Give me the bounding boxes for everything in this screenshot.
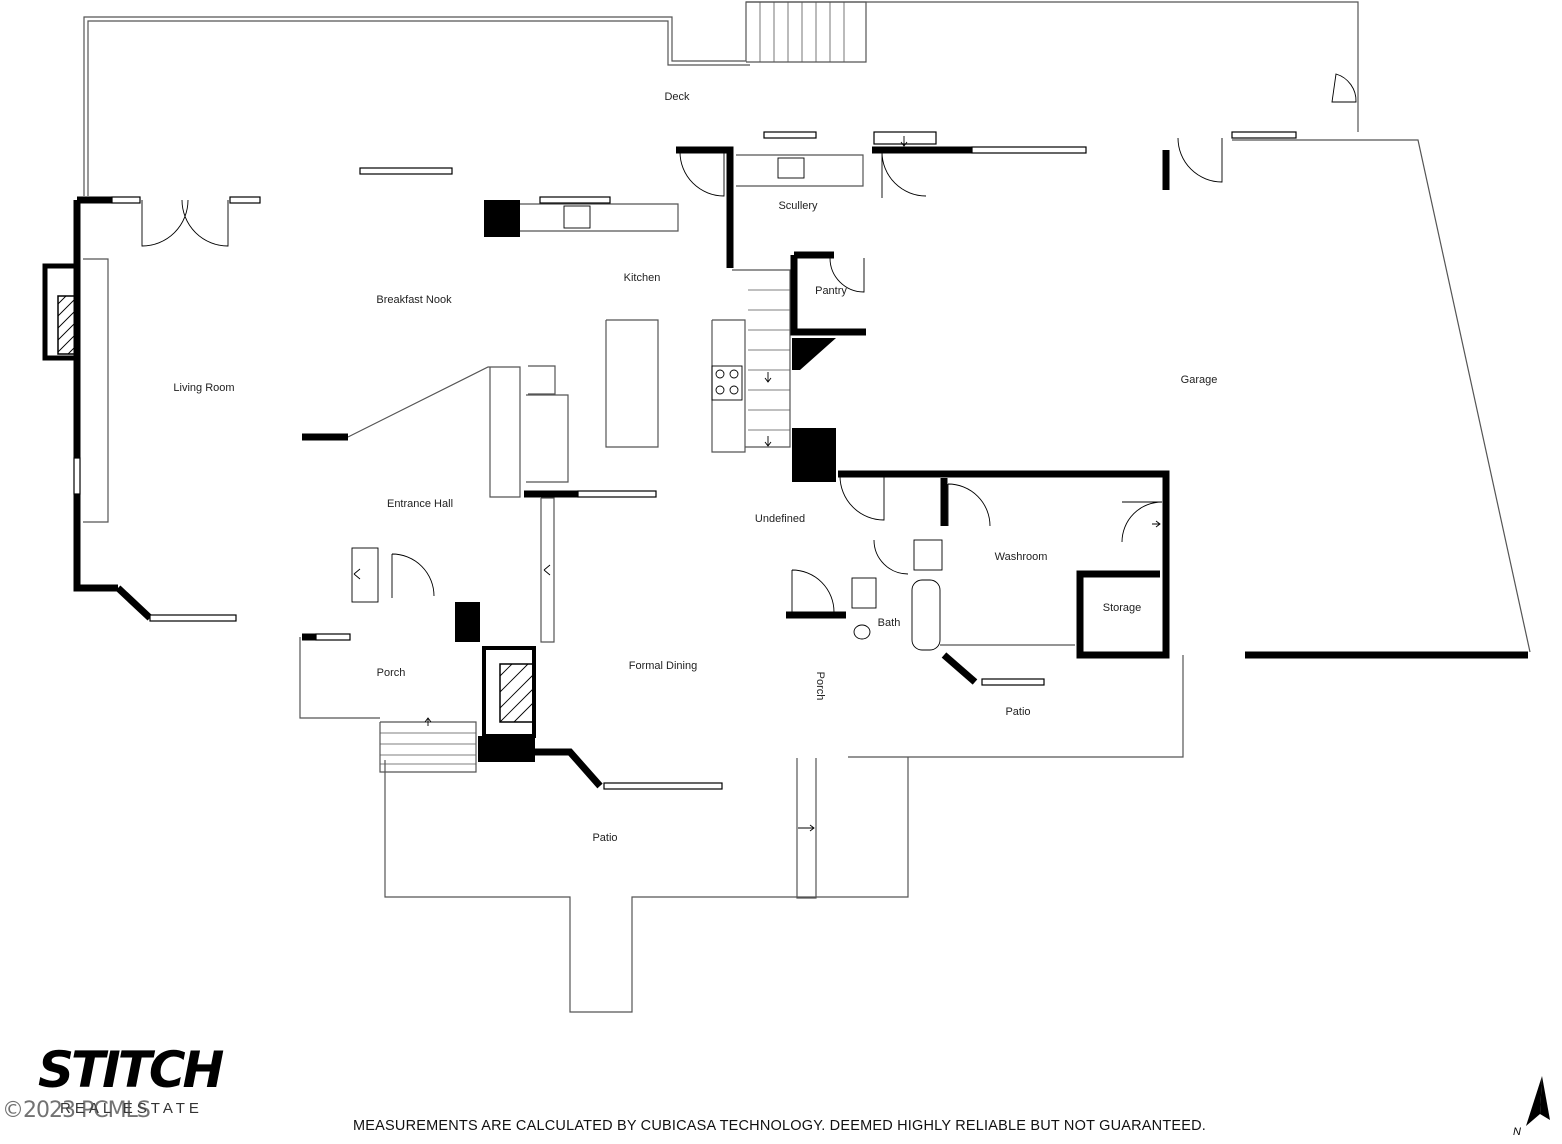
south-patio-outline — [384, 757, 909, 1013]
doors — [141, 137, 1223, 613]
porch-east-passage — [796, 758, 817, 899]
kitchen-counter-north — [520, 203, 679, 232]
east-patio-outline — [848, 655, 1184, 758]
room-label-porch-west: Porch — [376, 667, 406, 679]
kitchen-scullery-wall — [676, 146, 734, 268]
deck-outline — [83, 1, 1359, 196]
north-label: N — [1513, 1126, 1521, 1138]
room-label-garage: Garage — [1180, 374, 1218, 386]
deck-stair-outline — [746, 1, 867, 63]
living-west-wall — [73, 200, 118, 592]
room-label-formal-dining: Formal Dining — [628, 660, 698, 672]
walls — [73, 146, 1528, 789]
kitchen-fridge — [526, 394, 569, 483]
fixtures — [351, 73, 1357, 651]
room-label-patio-south: Patio — [592, 832, 618, 844]
stair-well — [732, 269, 791, 448]
range-counter — [711, 319, 746, 453]
room-label-entrance-hall: Entrance Hall — [386, 498, 454, 510]
logo-subtitle: REAL ESTATE — [60, 1100, 203, 1117]
living-bay — [115, 585, 153, 621]
west-porch-outline — [299, 637, 380, 719]
room-label-bath: Bath — [877, 617, 901, 629]
room-label-washroom: Washroom — [994, 551, 1048, 563]
dining-partition — [540, 497, 555, 643]
garage-inner-line — [1232, 139, 1531, 653]
logo-wordmark: STITCH — [38, 1041, 224, 1099]
stair-treads — [380, 2, 845, 765]
room-label-breakfast-nook: Breakfast Nook — [376, 294, 452, 306]
arrows — [353, 136, 1161, 832]
room-label-living-room: Living Room — [173, 382, 235, 394]
dining-south — [535, 748, 603, 789]
measurement-disclaimer: MEASUREMENTS ARE CALCULATED BY CUBICASA … — [353, 1118, 1207, 1134]
room-label-undefined: Undefined — [754, 513, 806, 525]
room-label-storage: Storage — [1102, 602, 1142, 614]
room-label-scullery: Scullery — [778, 200, 818, 212]
entrance-slope — [347, 366, 521, 498]
stitch-logo: STITCH REAL ESTATE — [38, 1042, 238, 1126]
windows — [73, 131, 1297, 790]
room-label-kitchen: Kitchen — [623, 272, 661, 284]
scullery-counter — [736, 154, 864, 187]
room-label-deck: Deck — [664, 91, 690, 103]
living-wall-panel — [83, 258, 109, 523]
north-arrow-icon — [1526, 1076, 1550, 1126]
washroom-south — [941, 652, 978, 685]
copyright-watermark: ©2023 PCMLS — [2, 1098, 151, 1123]
deck-outline-inner — [87, 20, 750, 196]
west-porch-stairs — [379, 721, 477, 773]
pantry-wall — [790, 255, 866, 336]
solid-blocks — [42, 200, 836, 762]
room-label-patio-east: Patio — [1005, 706, 1031, 718]
garage-interior-west — [838, 470, 1170, 659]
room-label-pantry: Pantry — [815, 285, 847, 297]
kitchen-island — [605, 319, 659, 448]
outline-lines — [83, 1, 1531, 1013]
kitchen-counter-west — [528, 365, 556, 395]
room-label-porch-east: Porch — [814, 671, 826, 701]
fireplaces — [57, 295, 536, 738]
